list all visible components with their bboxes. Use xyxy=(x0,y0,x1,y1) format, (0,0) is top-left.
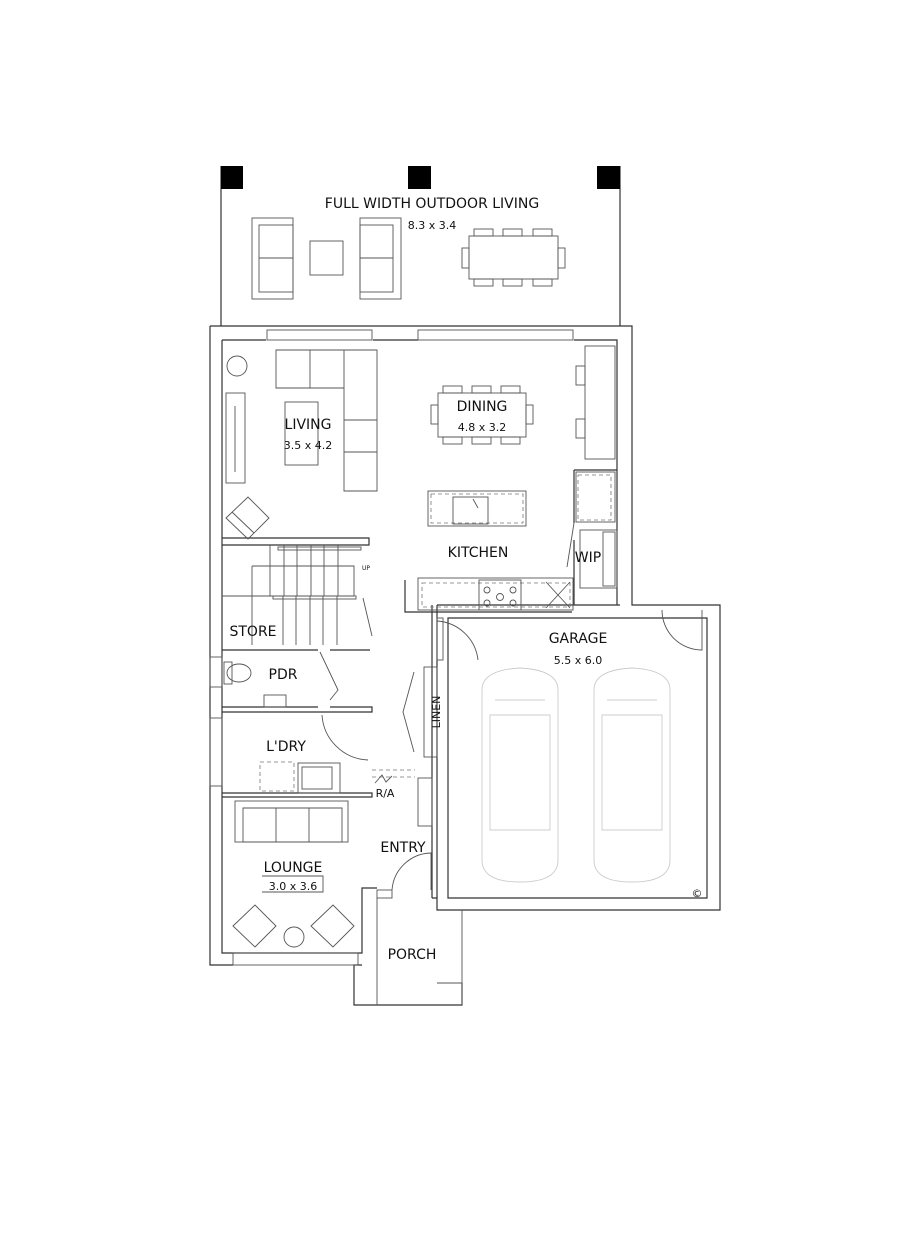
front-door[interactable] xyxy=(391,852,432,891)
toilet xyxy=(226,663,252,683)
window xyxy=(209,717,223,787)
stair-up-label: UP xyxy=(362,565,370,572)
toilet-cistern xyxy=(223,661,233,685)
pdr-label: PDR xyxy=(269,667,298,683)
kitchen: KITCHEN xyxy=(417,471,616,611)
laundry-door-swing[interactable] xyxy=(321,714,369,761)
post xyxy=(221,166,243,189)
outdoor-label: FULL WIDTH OUTDOOR LIVING xyxy=(325,196,539,212)
cooktop xyxy=(478,579,522,611)
porch-label: PORCH xyxy=(388,947,437,963)
living-room: LIVING 3.5 x 4.2 xyxy=(225,349,378,540)
garage-size: 5.5 x 6.0 xyxy=(554,654,603,667)
walls xyxy=(209,325,721,1006)
store-label: STORE xyxy=(229,624,276,640)
car xyxy=(593,667,671,883)
laundry-label: L'DRY xyxy=(266,739,306,755)
island-bench xyxy=(427,490,527,527)
outdoor-living-area: FULL WIDTH OUTDOOR LIVING 8.3 x 3.4 xyxy=(220,166,621,326)
sink xyxy=(452,496,489,525)
armchair xyxy=(225,496,270,540)
side-table xyxy=(283,926,305,948)
corner-sofa xyxy=(275,349,378,492)
linen-cupboard: LINEN xyxy=(402,666,443,758)
window xyxy=(209,656,223,688)
powder-room: PDR xyxy=(223,651,339,708)
armchair xyxy=(310,904,355,948)
walk-in-pantry: WIP xyxy=(566,522,618,589)
pdr-door[interactable] xyxy=(319,651,339,701)
garage: GARAGE 5.5 x 6.0 © xyxy=(436,609,703,900)
garage-side-door[interactable] xyxy=(661,609,703,651)
lounge-sofa xyxy=(234,800,349,843)
entry-label: ENTRY xyxy=(380,840,426,856)
plant xyxy=(226,355,248,377)
basin xyxy=(263,694,287,708)
hall-cabinet xyxy=(417,777,433,827)
entry: ENTRY xyxy=(376,840,432,899)
lounge-label: LOUNGE xyxy=(264,860,323,876)
living-label: LIVING xyxy=(285,417,332,433)
copyright-symbol: © xyxy=(692,887,703,900)
wip-label: WIP xyxy=(575,550,601,566)
living-size: 3.5 x 4.2 xyxy=(284,439,333,452)
laundry: L'DRY R/A xyxy=(259,714,415,800)
lounge-rug xyxy=(262,875,324,893)
outdoor-size: 8.3 x 3.4 xyxy=(408,219,457,232)
tv-unit xyxy=(225,392,246,484)
staircase: UP STORE xyxy=(222,545,373,645)
lounge-size: 3.0 x 3.6 xyxy=(269,880,318,893)
outdoor-coffee-table xyxy=(309,240,344,276)
dining-room: DINING 4.8 x 3.2 xyxy=(430,345,616,460)
porch: PORCH xyxy=(376,898,463,1005)
garage-label: GARAGE xyxy=(549,631,608,647)
car xyxy=(481,667,559,883)
outdoor-sofa-left xyxy=(251,217,294,300)
garage-internal-door[interactable] xyxy=(436,620,479,661)
laundry-tub xyxy=(297,762,341,794)
armchair xyxy=(232,904,277,948)
sliding-door xyxy=(417,329,574,341)
lounge: LOUNGE 3.0 x 3.6 xyxy=(232,800,355,948)
fridge-space xyxy=(575,471,616,523)
outdoor-sofa-right xyxy=(359,217,402,300)
coffee-table xyxy=(284,401,319,466)
post xyxy=(408,166,431,189)
window xyxy=(266,329,373,341)
linen-label: LINEN xyxy=(430,696,443,729)
outdoor-dining-table xyxy=(461,228,566,287)
kitchen-label: KITCHEN xyxy=(448,545,509,561)
dining-label: DINING xyxy=(457,399,508,415)
window xyxy=(232,952,359,966)
buffet xyxy=(584,345,616,460)
post xyxy=(597,166,620,189)
dining-size: 4.8 x 3.2 xyxy=(458,421,507,434)
ra-label: R/A xyxy=(376,787,395,800)
washer-space xyxy=(259,761,295,792)
